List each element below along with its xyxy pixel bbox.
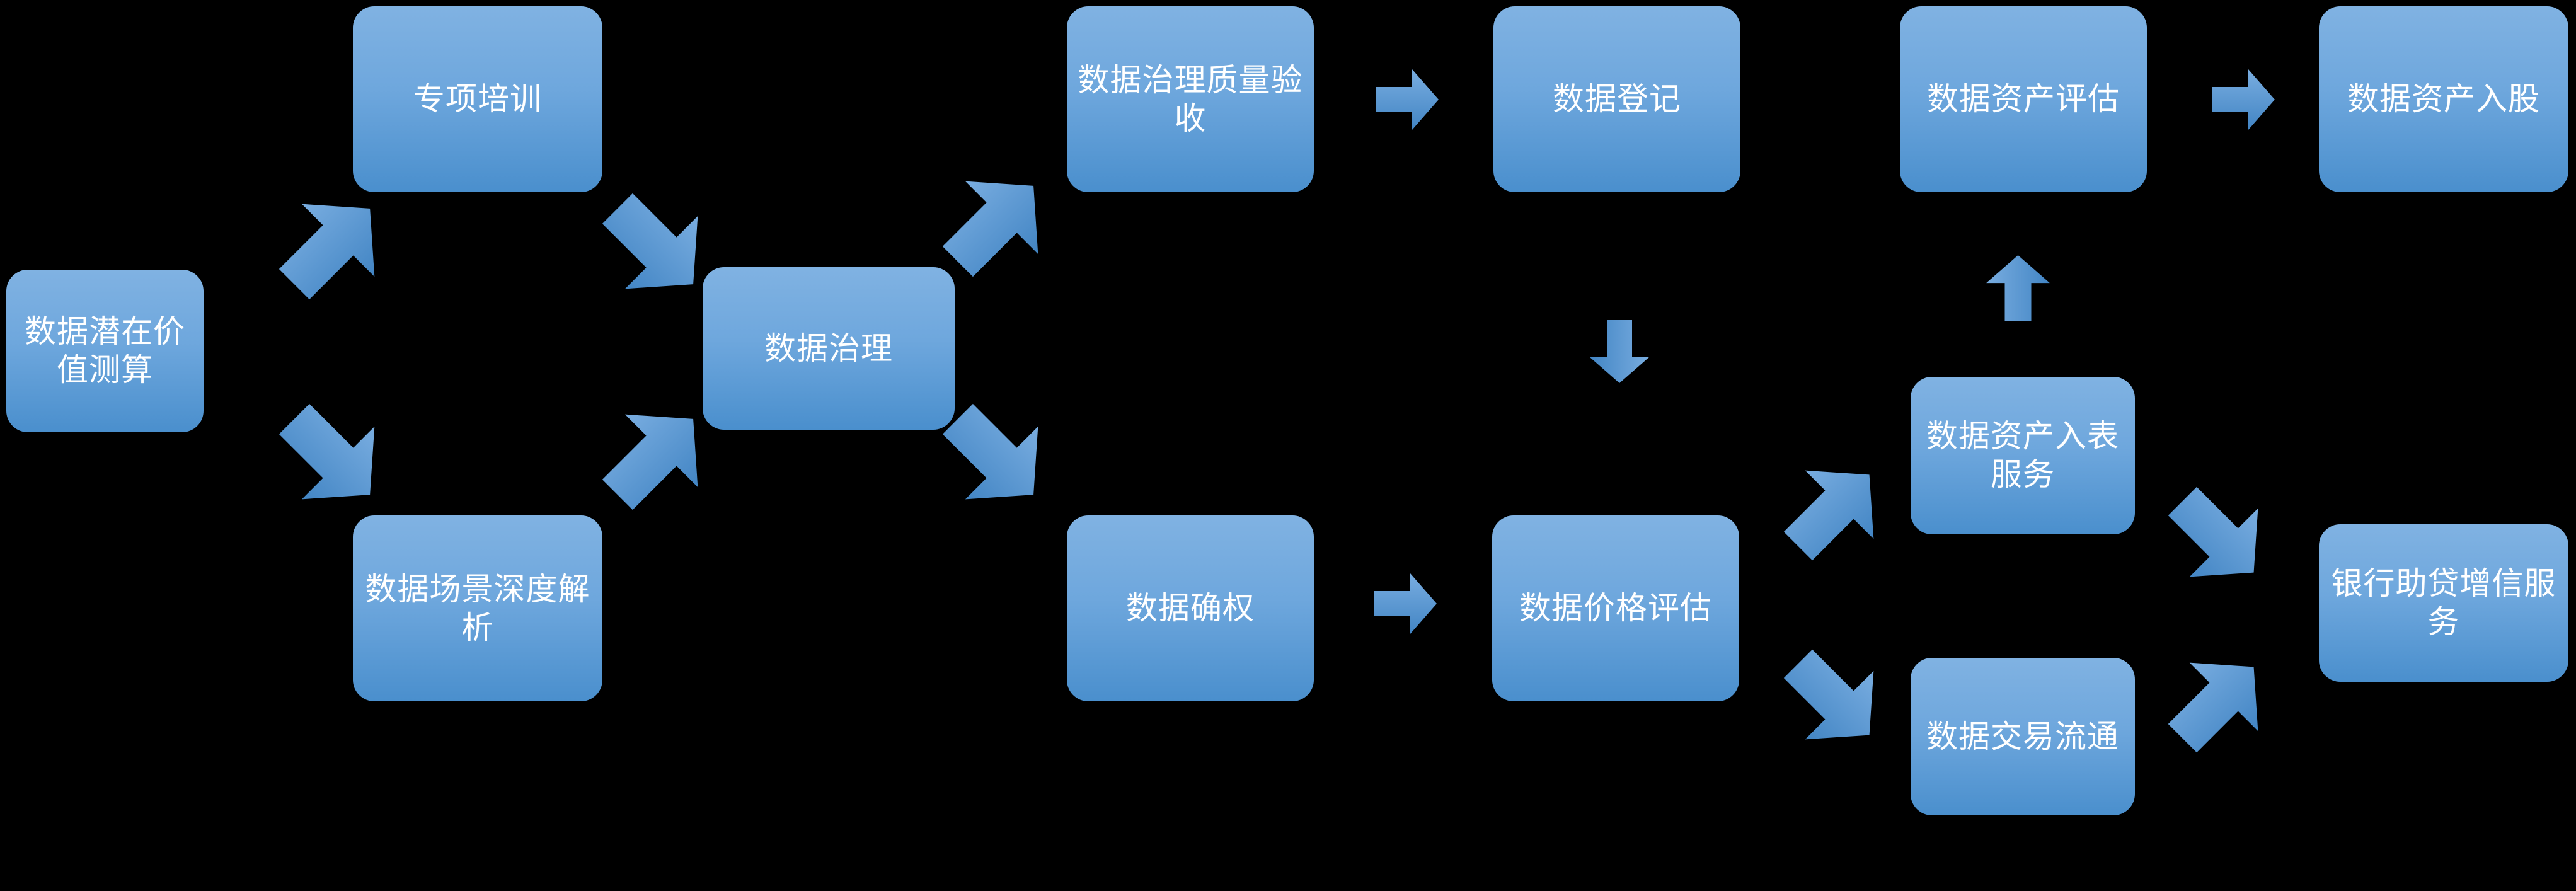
process-node[interactable]: 数据治理	[703, 267, 955, 430]
flow-arrow-icon	[2147, 631, 2289, 774]
process-node-label: 专项培训	[413, 81, 542, 117]
process-node-label: 数据价格评估	[1519, 590, 1712, 626]
process-node[interactable]: 数据潜在价值测算	[6, 270, 204, 432]
flow-arrow-icon	[256, 381, 408, 532]
process-node-label: 数据治理质量验收	[1078, 62, 1303, 136]
process-node[interactable]: 数据资产评估	[1900, 6, 2147, 192]
process-node[interactable]: 数据确权	[1067, 515, 1314, 701]
process-node[interactable]: 数据登记	[1493, 6, 1740, 192]
flow-arrow-icon	[2212, 68, 2275, 131]
process-node-label: 银行助贷增信服务	[2331, 566, 2556, 640]
process-node-label: 数据资产入表服务	[1926, 418, 2119, 492]
process-node[interactable]: 数据治理质量验收	[1067, 6, 1314, 192]
process-node-label: 数据确权	[1126, 590, 1255, 626]
process-node-label: 数据潜在价值测算	[25, 314, 185, 388]
process-node[interactable]: 数据交易流通	[1911, 658, 2135, 815]
process-node-label: 数据资产评估	[1927, 81, 2120, 117]
flow-arrow-icon	[920, 148, 1071, 299]
process-node[interactable]: 专项培训	[353, 6, 602, 192]
flow-arrow-icon	[580, 171, 731, 322]
process-node[interactable]: 数据资产入股	[2319, 6, 2568, 192]
flow-arrow-icon	[256, 171, 408, 322]
process-node[interactable]: 数据场景深度解析	[353, 515, 602, 701]
process-node-label: 数据登记	[1553, 81, 1681, 117]
flow-arrow-icon	[1985, 255, 2051, 321]
flow-arrow-icon	[580, 381, 731, 532]
flow-arrow-icon	[1762, 439, 1905, 582]
process-node[interactable]: 银行助贷增信服务	[2319, 524, 2568, 682]
process-node[interactable]: 数据资产入表服务	[1911, 377, 2135, 534]
process-node-label: 数据交易流通	[1926, 718, 2119, 754]
process-node-label: 数据资产入股	[2347, 81, 2540, 117]
flow-arrow-icon	[1374, 572, 1437, 635]
flow-arrow-icon	[1376, 68, 1439, 131]
flow-arrow-icon	[2147, 466, 2289, 608]
flow-arrow-icon	[1762, 628, 1905, 771]
flow-arrow-icon	[920, 381, 1071, 532]
process-node[interactable]: 数据价格评估	[1492, 515, 1739, 701]
process-node-label: 数据治理	[764, 330, 893, 366]
process-node-label: 数据场景深度解析	[365, 571, 590, 645]
flow-arrow-icon	[1588, 320, 1651, 383]
